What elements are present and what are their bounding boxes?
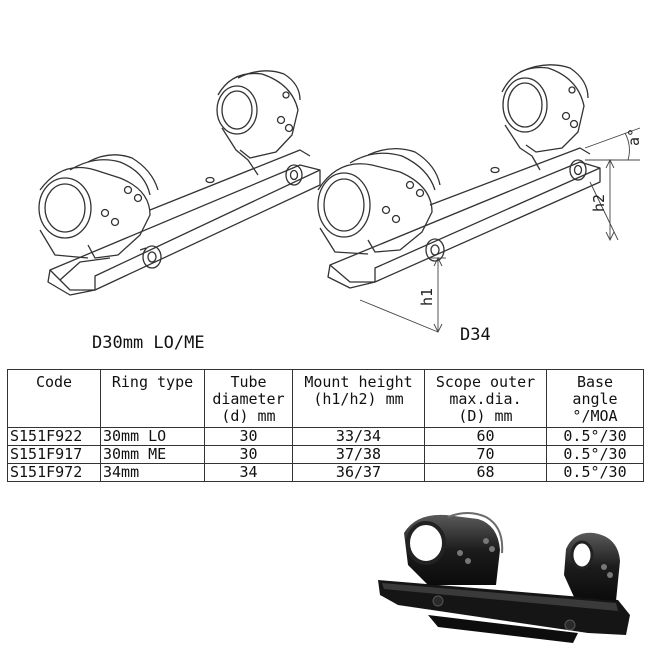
cell-code: S151F917 — [7, 445, 101, 464]
cell-ring-type: 34mm — [100, 463, 205, 482]
table-row: S151F917 30mm ME 30 37/38 70 0.5°/30 — [7, 445, 644, 464]
cell-scope-outer: 68 — [424, 463, 547, 482]
cell-code: S151F922 — [7, 427, 101, 446]
mount-drawing-right — [317, 64, 601, 289]
mount-drawing-left — [38, 70, 321, 296]
header-line: Base — [576, 373, 614, 391]
header-line: Scope outer — [435, 373, 536, 391]
dim-label-h1: h1 — [418, 288, 436, 306]
table-row: S151F972 34mm 34 36/37 68 0.5°/30 — [7, 463, 644, 482]
spec-table: Code Ring type Tube diameter (d) mm Moun… — [7, 369, 644, 482]
header-ring-type: Ring type — [100, 369, 205, 428]
cell-ring-type: 30mm ME — [100, 445, 205, 464]
product-photo — [378, 512, 630, 643]
header-line: angle — [572, 390, 618, 408]
header-line: Ring type — [111, 373, 194, 391]
header-line: Mount height — [304, 373, 413, 391]
caption-d34: D34 — [460, 325, 491, 345]
cell-scope-outer: 60 — [424, 427, 547, 446]
header-code: Code — [7, 369, 101, 428]
cell-mount-height: 37/38 — [292, 445, 425, 464]
cell-tube-diameter: 30 — [204, 445, 293, 464]
cell-mount-height: 36/37 — [292, 463, 425, 482]
header-line: °/MOA — [572, 407, 618, 425]
table-row: S151F922 30mm LO 30 33/34 60 0.5°/30 — [7, 427, 644, 446]
header-line: (h1/h2) mm — [313, 390, 404, 408]
caption-d30: D30mm LO/ME — [92, 333, 205, 353]
dim-label-h2: h2 — [590, 194, 608, 212]
header-line: (D) mm — [458, 407, 513, 425]
cell-base-angle: 0.5°/30 — [546, 445, 644, 464]
header-tube-diameter: Tube diameter (d) mm — [204, 369, 293, 428]
header-base-angle: Base angle °/MOA — [546, 369, 644, 428]
cell-base-angle: 0.5°/30 — [546, 427, 644, 446]
header-line: (d) mm — [221, 407, 276, 425]
cell-code: S151F972 — [7, 463, 101, 482]
cell-base-angle: 0.5°/30 — [546, 463, 644, 482]
cell-tube-diameter: 34 — [204, 463, 293, 482]
header-mount-height: Mount height (h1/h2) mm — [292, 369, 425, 428]
table-header-row: Code Ring type Tube diameter (d) mm Moun… — [7, 369, 644, 428]
header-line: max.dia. — [449, 390, 522, 408]
cell-ring-type: 30mm LO — [100, 427, 205, 446]
dim-label-angle: a° — [625, 128, 643, 146]
technical-drawing: h1 h2 a° — [38, 64, 643, 334]
cell-scope-outer: 70 — [424, 445, 547, 464]
header-line: Code — [35, 373, 73, 391]
header-line: Tube — [230, 373, 267, 391]
header-scope-outer: Scope outer max.dia. (D) mm — [424, 369, 547, 428]
dimension-lines — [359, 127, 641, 334]
cell-tube-diameter: 30 — [204, 427, 293, 446]
header-line: diameter — [212, 390, 285, 408]
cell-mount-height: 33/34 — [292, 427, 425, 446]
